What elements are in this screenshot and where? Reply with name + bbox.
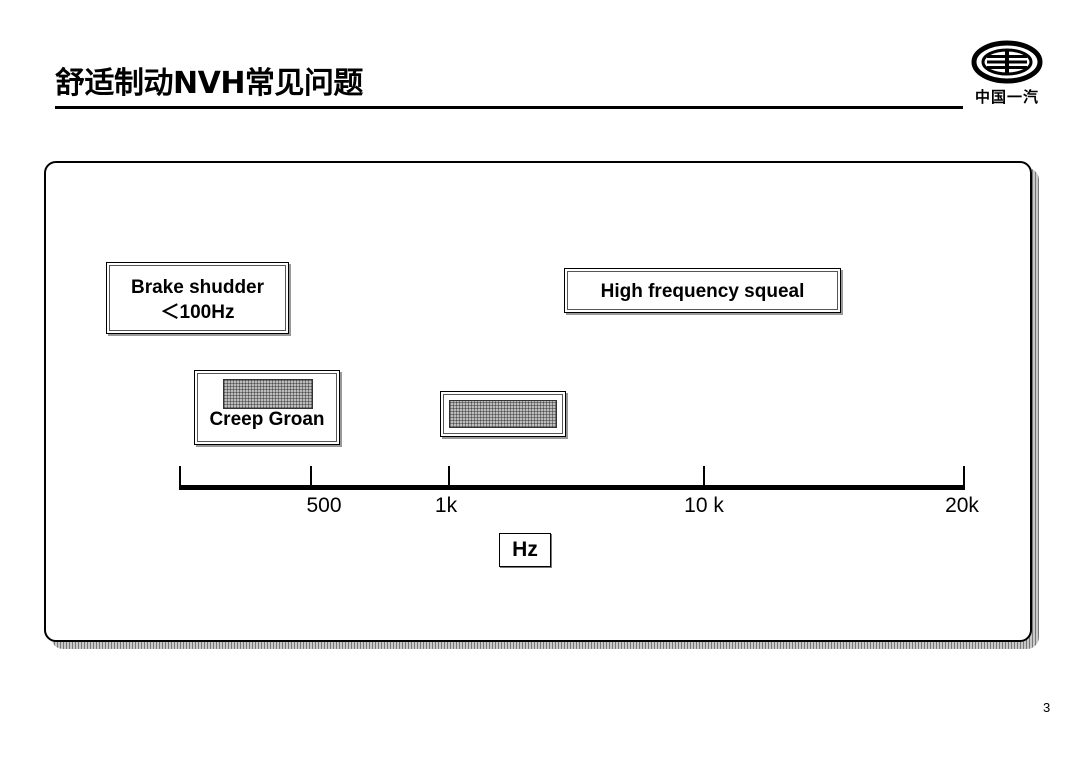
logo-text: 中国一汽 bbox=[974, 88, 1039, 106]
brake-shudder-box: Brake shudder ＜100Hz bbox=[106, 262, 289, 334]
tick-label-1k: 1k bbox=[434, 494, 458, 517]
tick-label-500: 500 bbox=[306, 494, 342, 517]
high-frequency-squeal-box: High frequency squeal bbox=[564, 268, 841, 313]
brake-shudder-label: Brake shudder bbox=[130, 277, 265, 298]
creep-groan-box: Creep Groan bbox=[194, 370, 340, 445]
axis-tick-1k bbox=[448, 466, 450, 487]
frequency-axis-line bbox=[179, 485, 965, 490]
page-title: 舒适制动NVH常见问题 bbox=[55, 66, 363, 101]
creep-groan-label: Creep Groan bbox=[209, 409, 325, 430]
mid-frequency-hatch bbox=[449, 400, 557, 428]
tick-label-10k: 10 k bbox=[684, 494, 724, 517]
high-frequency-squeal-label: High frequency squeal bbox=[600, 281, 805, 302]
axis-tick-10k bbox=[703, 466, 705, 487]
creep-groan-hatch bbox=[223, 379, 313, 409]
title-rule bbox=[55, 106, 963, 109]
tick-label-20k: 20k bbox=[945, 494, 979, 517]
axis-unit-label: Hz bbox=[499, 533, 551, 567]
faw-logo: 中国一汽 bbox=[962, 40, 1052, 110]
faw-emblem-icon bbox=[971, 40, 1043, 84]
mid-frequency-box bbox=[440, 391, 566, 437]
brake-shudder-range: ＜100Hz bbox=[160, 302, 235, 323]
axis-tick-500 bbox=[310, 466, 312, 487]
page-number: 3 bbox=[1043, 700, 1051, 715]
axis-tick-20k bbox=[963, 466, 965, 490]
axis-tick-start bbox=[179, 466, 181, 490]
